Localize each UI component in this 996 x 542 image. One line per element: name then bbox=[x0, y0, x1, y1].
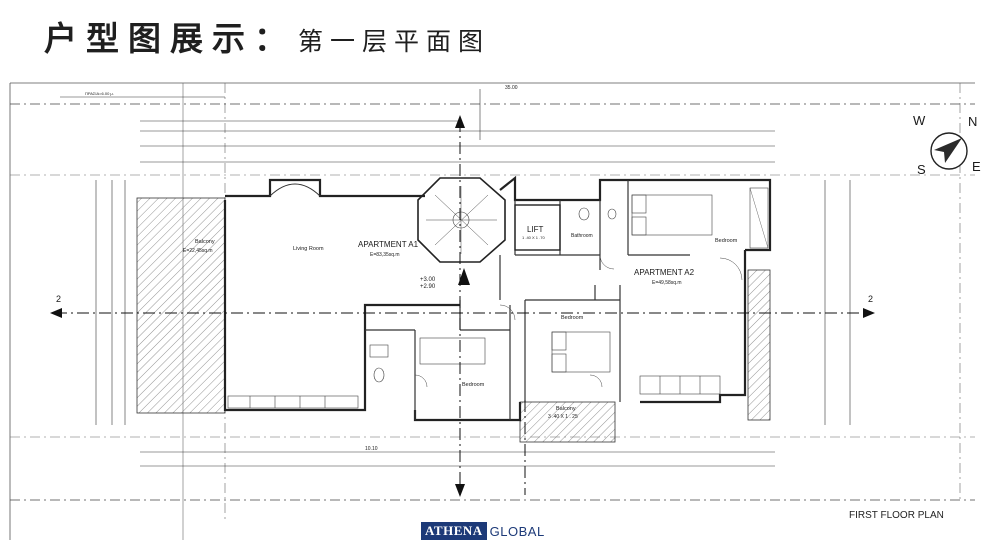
apartment-a1-label: APARTMENT A1 bbox=[358, 240, 419, 249]
stair-treads bbox=[426, 186, 497, 254]
plan-name: FIRST FLOOR PLAN bbox=[849, 510, 944, 521]
compass-n: N bbox=[968, 114, 977, 129]
bathroom-label: Bathroom bbox=[571, 233, 593, 239]
brand-logo-box: ATHENA bbox=[421, 522, 487, 540]
door-swings bbox=[414, 254, 743, 388]
compass: N W S E bbox=[913, 113, 981, 177]
dim-total-top: 35.00 bbox=[505, 85, 518, 91]
exterior-walls bbox=[223, 175, 772, 422]
staircase bbox=[417, 177, 506, 263]
top-dimensions bbox=[60, 89, 775, 163]
level-label-1: +3.00 bbox=[420, 277, 436, 283]
bedroom-center-label: Bedroom bbox=[561, 315, 584, 321]
balcony-left-label: Balcony bbox=[195, 239, 215, 245]
road-label: ΠΡΑΣΙΑ=6.00 μ. bbox=[85, 91, 114, 96]
apartment-a1-area: E=83,35sq.m bbox=[370, 252, 400, 258]
kitchen-counter bbox=[227, 375, 721, 409]
balcony-bottom-label: Balcony bbox=[556, 406, 576, 412]
brand-logo: ATHENA GLOBAL bbox=[421, 522, 545, 540]
lift-size: 1 .40 X 1 .70 bbox=[522, 235, 545, 240]
bedroom-top-right-label: Bedroom bbox=[715, 238, 738, 244]
living-room-label: Living Room bbox=[293, 246, 324, 252]
balcony-bottom-hatch bbox=[519, 401, 616, 443]
balcony-left-hatch bbox=[136, 197, 226, 414]
lift-label: LIFT bbox=[527, 225, 544, 234]
page-title: 户型图展示： 第一层平面图 bbox=[44, 12, 491, 58]
section-arrow-right bbox=[863, 308, 875, 318]
section-arrow-bottom bbox=[455, 484, 465, 497]
section-mark-left: 2 bbox=[56, 294, 61, 304]
section-axis bbox=[55, 120, 870, 495]
compass-arrow-icon bbox=[934, 138, 962, 163]
title-sub: 第一层平面图 bbox=[298, 27, 491, 56]
apartment-a2-label: APARTMENT A2 bbox=[634, 268, 695, 277]
bedroom-bottom-label: Bedroom bbox=[462, 382, 485, 388]
left-dimensions bbox=[95, 180, 126, 425]
section-arrow-left bbox=[50, 308, 62, 318]
compass-w: W bbox=[913, 113, 926, 128]
brand-logo-text: GLOBAL bbox=[489, 523, 545, 539]
right-strip-hatch bbox=[747, 269, 771, 421]
compass-e: E bbox=[972, 159, 981, 174]
apartment-a2-area: E=49,58sq.m bbox=[652, 280, 682, 286]
balcony-left-area: E=22,45sq.m bbox=[183, 248, 213, 254]
dim-bottom-total: 10.10 bbox=[365, 446, 378, 452]
right-dimensions bbox=[824, 180, 851, 425]
interior-walls bbox=[365, 180, 690, 420]
bottom-dimensions bbox=[140, 451, 775, 467]
compass-s: S bbox=[917, 162, 926, 177]
beds bbox=[419, 194, 713, 373]
balcony-bottom-size: 3 .40 X 1 . 25 bbox=[548, 414, 578, 420]
title-main: 户型图展示： bbox=[44, 19, 296, 58]
level-label-2: +2.90 bbox=[420, 284, 436, 290]
lift-shaft bbox=[514, 204, 561, 251]
section-arrow-top bbox=[455, 115, 465, 128]
stair-core bbox=[452, 211, 470, 229]
bathroom-fixtures bbox=[369, 207, 617, 383]
section-mark-right: 2 bbox=[868, 294, 873, 304]
section-arrow-mid bbox=[458, 268, 470, 285]
bay-window bbox=[269, 183, 321, 197]
wardrobe bbox=[749, 187, 769, 249]
